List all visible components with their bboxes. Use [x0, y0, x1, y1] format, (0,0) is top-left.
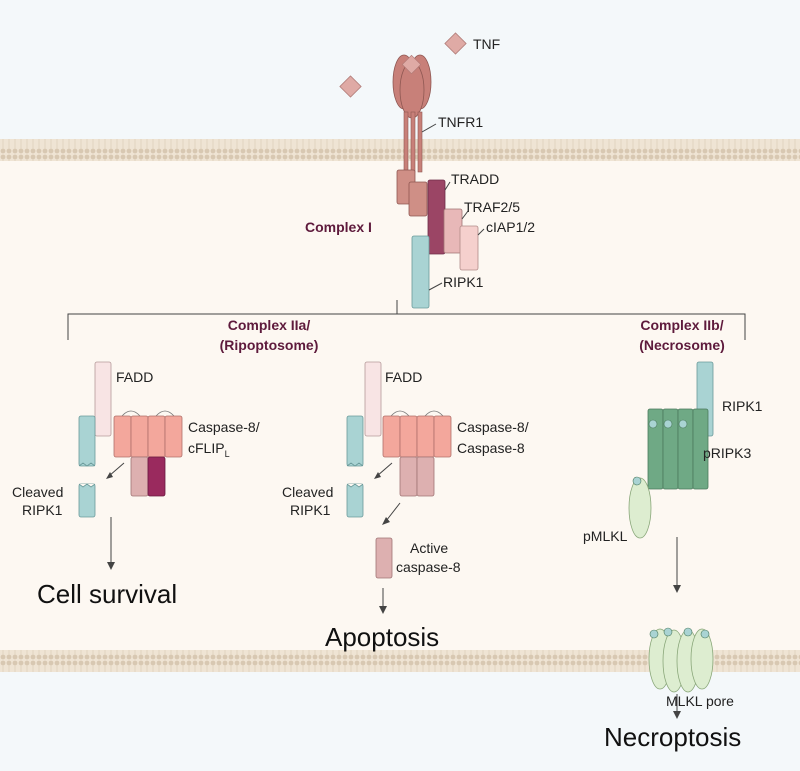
plasma-membrane-top	[0, 139, 800, 161]
phospho-site-icon	[632, 476, 642, 486]
tradd-domain	[408, 181, 428, 217]
ripk1	[78, 415, 96, 467]
active-caspase8-label: caspase-8	[396, 559, 461, 575]
fadd-label-survival: FADD	[116, 369, 153, 385]
active-label: Active	[410, 540, 448, 556]
pmlkl-label: pMLKL	[583, 528, 628, 544]
complex-2b-subtitle: (Necrosome)	[639, 337, 725, 353]
fadd-label-apoptosis: FADD	[385, 369, 422, 385]
cleaved-label: Cleaved	[12, 484, 63, 500]
plasma-membrane-bottom	[0, 650, 800, 672]
tnf-label: TNF	[473, 36, 500, 52]
cleaved-ripk1	[78, 483, 96, 518]
phospho-site-icon	[649, 629, 659, 639]
complex-2a-subtitle: (Ripoptosome)	[220, 337, 319, 353]
phospho-site-icon	[700, 629, 710, 639]
pmlkl	[628, 477, 652, 539]
phospho-site-icon	[663, 627, 673, 637]
cell-survival-outcome: Cell survival	[37, 579, 177, 609]
cytoplasm	[0, 160, 800, 650]
activation-arrow	[385, 502, 401, 522]
fadd	[94, 361, 112, 437]
pripk3-label: pRIPK3	[703, 445, 751, 461]
tradd-label: TRADD	[451, 171, 499, 187]
cleavage-arrow	[108, 462, 125, 477]
tnf-ligand	[339, 75, 362, 98]
tnfr1-receptor	[392, 54, 432, 173]
caspase8-label: Caspase-8/	[457, 419, 529, 435]
complex-1-title: Complex I	[305, 219, 372, 235]
ciap-label: cIAP1/2	[486, 219, 535, 235]
phospho-site-icon	[648, 419, 658, 429]
necroptosis-outcome: Necroptosis	[604, 722, 741, 752]
active-caspase8	[375, 537, 393, 579]
mlkl-pore	[648, 627, 714, 693]
phospho-site-icon	[663, 419, 673, 429]
caspase8-partner-label: Caspase-8	[457, 440, 525, 456]
ripk1	[346, 415, 364, 467]
traf2-5	[427, 179, 446, 255]
tnf-ligand	[444, 32, 467, 55]
ciap1-2	[443, 208, 463, 254]
ciap1-2	[459, 225, 479, 271]
cleaved-label: Cleaved	[282, 484, 333, 500]
apoptosis-outcome: Apoptosis	[325, 622, 439, 652]
caspase8-homodimer	[382, 410, 452, 497]
phospho-site-icon	[683, 627, 693, 637]
ripk1	[411, 235, 430, 309]
cleaved-ripk1-label: RIPK1	[22, 502, 63, 518]
traf-label: TRAF2/5	[464, 199, 520, 215]
ripk1-label-necrosome: RIPK1	[722, 398, 763, 414]
caspase8-cflip-heterodimer	[113, 410, 183, 497]
cflip-label: cFLIPL	[188, 440, 230, 459]
complex-2a-title: Complex IIa/	[228, 317, 311, 333]
ripk1-label: RIPK1	[443, 274, 484, 290]
tnfr1-label: TNFR1	[438, 114, 483, 130]
complex-2b-title: Complex IIb/	[640, 317, 723, 333]
phospho-site-icon	[678, 419, 688, 429]
extracellular-space-bottom	[0, 672, 800, 771]
fadd	[364, 361, 382, 437]
cleaved-ripk1	[346, 483, 364, 518]
pripk3-amyloid	[647, 408, 709, 490]
branch-bracket	[67, 313, 746, 340]
cleavage-arrow	[376, 462, 393, 477]
cleaved-ripk1-label: RIPK1	[290, 502, 331, 518]
caspase8-label: Caspase-8/	[188, 419, 260, 435]
mlkl-pore-label: MLKL pore	[666, 693, 734, 709]
